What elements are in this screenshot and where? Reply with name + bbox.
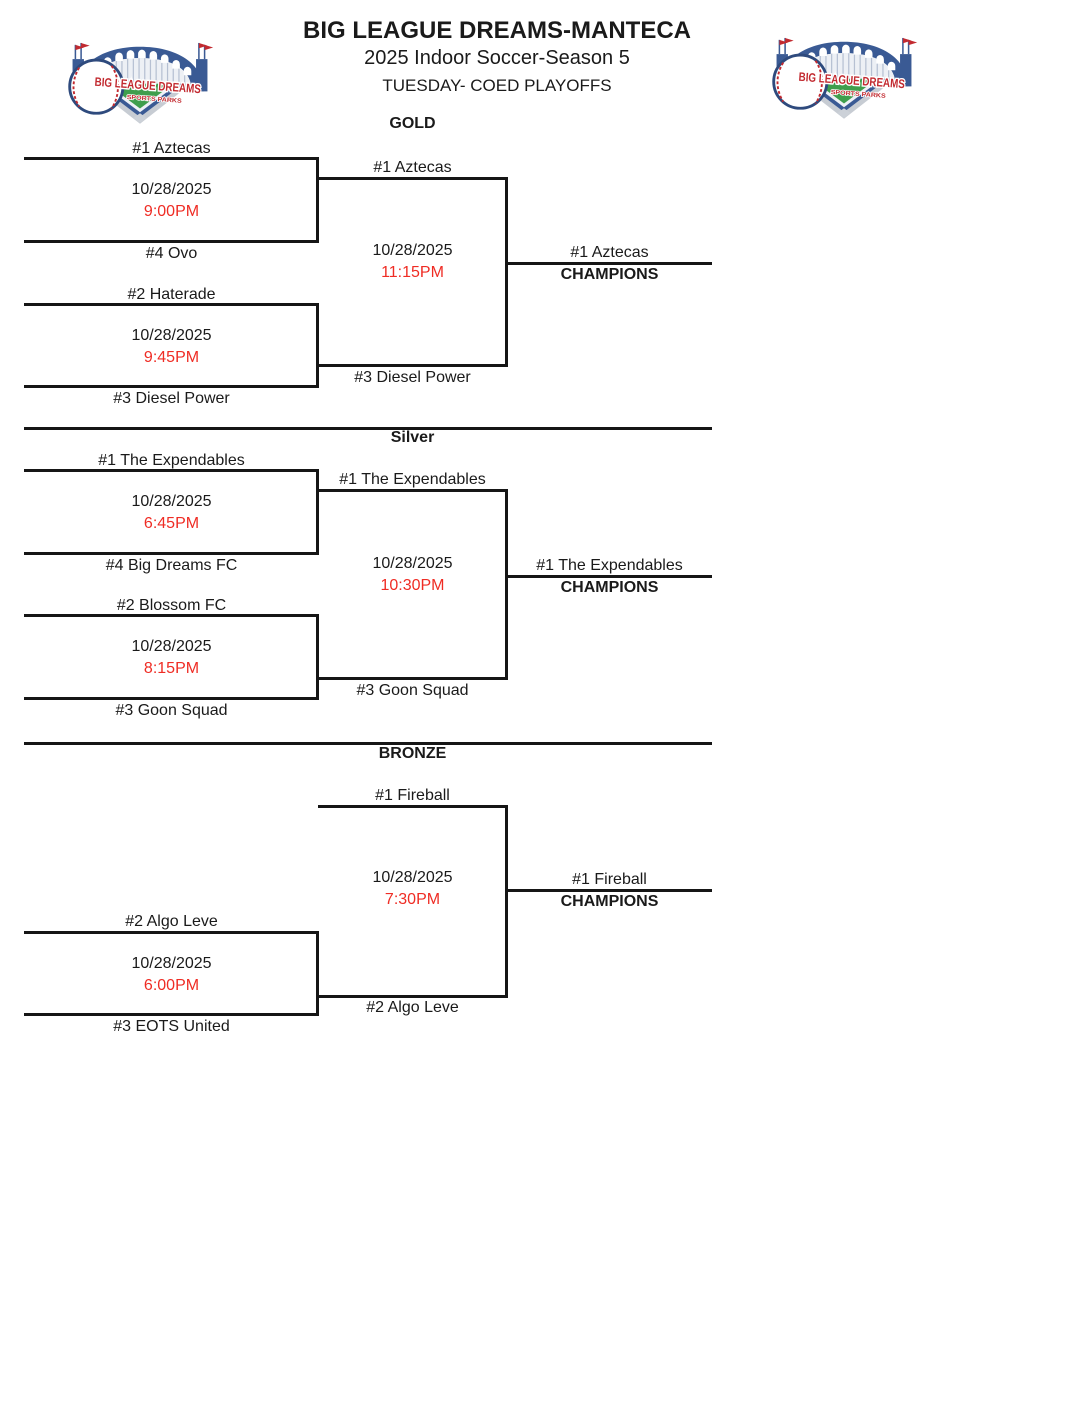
silver-m1-date: 10/28/2025: [131, 493, 212, 510]
gold-m2-bottom-line: [24, 385, 319, 388]
bronze-m2-connector-line: [316, 931, 319, 1016]
silver-m2-top-line: [24, 614, 319, 617]
event-subtitle: TUESDAY- COED PLAYOFFS: [382, 76, 612, 95]
gold-final-connector-line: [505, 177, 508, 367]
gold-m1-team-bottom: #4 Ovo: [145, 245, 198, 262]
silver-champion-team: #1 The Expendables: [536, 557, 683, 574]
silver-final-time: 10:30PM: [380, 577, 445, 594]
gold-m1-connector-line: [316, 157, 319, 243]
silver-champions-label: CHAMPIONS: [560, 579, 659, 596]
silver-final-team-bottom: #3 Goon Squad: [356, 682, 469, 699]
gold-final-team-bottom: #3 Diesel Power: [354, 369, 471, 386]
silver-m2-team-top: #2 Blossom FC: [116, 597, 227, 614]
gold-m1-team-top: #1 Aztecas: [132, 140, 211, 157]
silver-m1-time: 6:45PM: [143, 515, 200, 532]
bronze-m2-date: 10/28/2025: [131, 955, 212, 972]
gold-final-date: 10/28/2025: [372, 242, 453, 259]
bronze-m2-time: 6:00PM: [143, 977, 200, 994]
section-title-gold: GOLD: [389, 115, 436, 132]
bronze-bye-team: #1 Fireball: [375, 787, 450, 804]
silver-final-team-top: #1 The Expendables: [339, 471, 486, 488]
gold-m2-team-top: #2 Haterade: [127, 286, 216, 303]
gold-m1-date: 10/28/2025: [131, 181, 212, 198]
gold-m2-team-bottom: #3 Diesel Power: [113, 390, 230, 407]
page-title: BIG LEAGUE DREAMS-MANTECA: [303, 17, 691, 44]
bronze-final-date: 10/28/2025: [372, 869, 453, 886]
gold-champion-line: [507, 262, 712, 265]
baseball-icon: [68, 58, 125, 115]
silver-bronze-divider: [24, 742, 712, 745]
big-league-dreams-logo: BIG LEAGUE DREAMS SPORTS PARKS: [68, 42, 214, 124]
gold-m1-top-line: [24, 157, 319, 160]
silver-m2-time: 8:15PM: [143, 660, 200, 677]
bronze-champion-team: #1 Fireball: [572, 871, 647, 888]
bronze-final-time: 7:30PM: [384, 891, 441, 908]
silver-m1-team-top: #1 The Expendables: [98, 452, 245, 469]
bronze-m2-team-bottom: #3 EOTS United: [113, 1018, 230, 1035]
section-title-bronze: BRONZE: [378, 745, 447, 762]
bronze-bye-line: [318, 805, 507, 808]
bronze-m2-bottom-line: [24, 1013, 319, 1016]
silver-final-date: 10/28/2025: [372, 555, 453, 572]
gold-semifinal-bottom-line: [318, 364, 507, 367]
bronze-m2-top-line: [24, 931, 319, 934]
bronze-final-team-bottom: #2 Algo Leve: [366, 999, 459, 1016]
silver-semifinal-bottom-line: [318, 677, 507, 680]
bronze-champions-label: CHAMPIONS: [560, 893, 659, 910]
baseball-icon: [772, 53, 829, 110]
gold-silver-divider: [24, 427, 712, 430]
big-league-dreams-logo: BIG LEAGUE DREAMS SPORTS PARKS: [772, 37, 918, 119]
bronze-champion-line: [507, 889, 712, 892]
gold-m2-date: 10/28/2025: [131, 327, 212, 344]
silver-m1-connector-line: [316, 469, 319, 555]
section-title-silver: Silver: [390, 429, 435, 446]
bronze-m2-team-top: #2 Algo Leve: [125, 913, 218, 930]
silver-semifinal-top-line: [318, 489, 507, 492]
gold-m1-bottom-line: [24, 240, 319, 243]
gold-final-team-top: #1 Aztecas: [373, 159, 452, 176]
silver-m1-team-bottom: #4 Big Dreams FC: [105, 557, 238, 574]
season-subtitle: 2025 Indoor Soccer-Season 5: [364, 47, 630, 69]
bronze-semifinal-bottom-line: [318, 995, 507, 998]
silver-champion-line: [507, 575, 712, 578]
gold-m2-time: 9:45PM: [143, 349, 200, 366]
silver-m2-connector-line: [316, 614, 319, 700]
gold-m2-connector-line: [316, 303, 319, 388]
bronze-final-connector-line: [505, 805, 508, 998]
gold-champions-label: CHAMPIONS: [560, 266, 659, 283]
gold-final-time: 11:15PM: [381, 264, 444, 281]
gold-champion-team: #1 Aztecas: [570, 244, 649, 261]
silver-m2-date: 10/28/2025: [131, 638, 212, 655]
gold-m2-top-line: [24, 303, 319, 306]
silver-m2-team-bottom: #3 Goon Squad: [115, 702, 228, 719]
silver-final-connector-line: [505, 489, 508, 680]
gold-semifinal-top-line: [318, 177, 507, 180]
silver-m1-top-line: [24, 469, 319, 472]
gold-m1-time: 9:00PM: [143, 203, 200, 220]
silver-m2-bottom-line: [24, 697, 319, 700]
silver-m1-bottom-line: [24, 552, 319, 555]
